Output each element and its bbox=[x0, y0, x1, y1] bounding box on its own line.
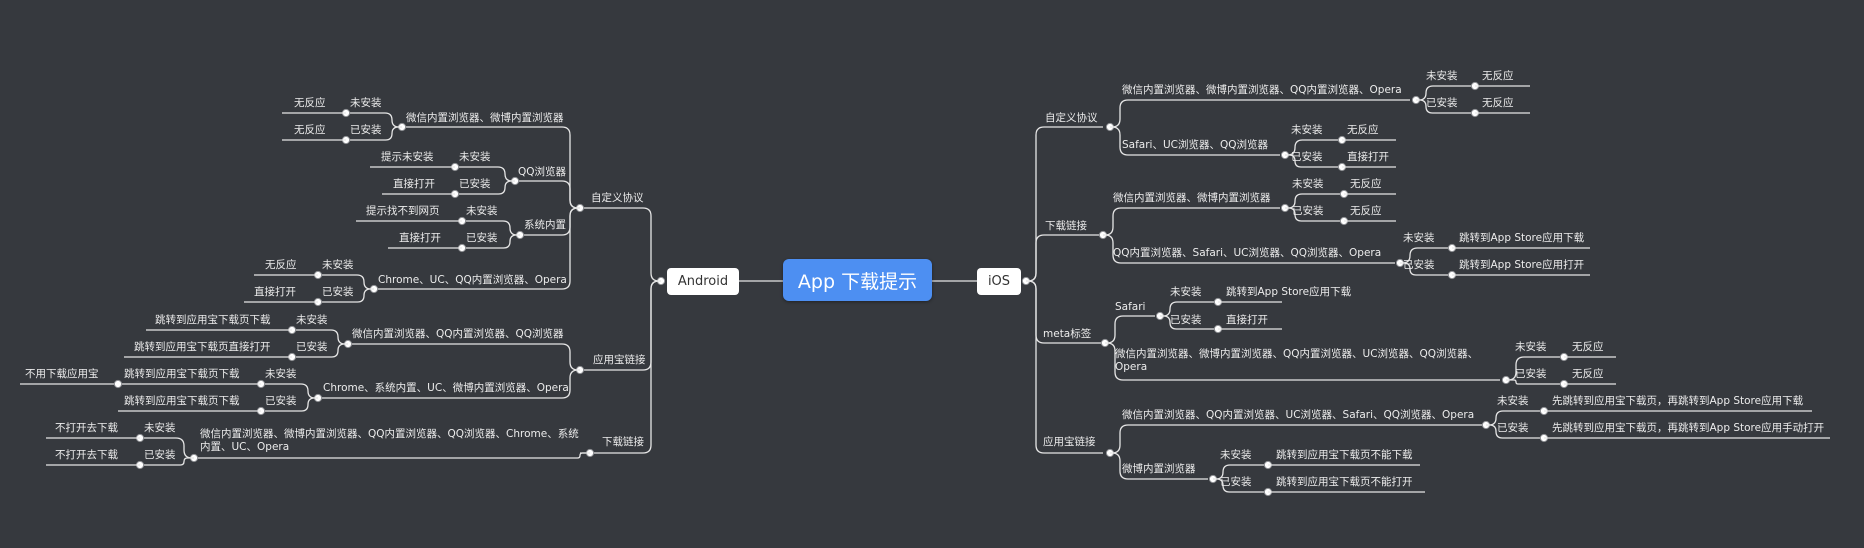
ios-asl-weibo-not-installed-result: 跳转到应用宝下载页不能下载 bbox=[1276, 449, 1413, 461]
ios-dl-qq-not-installed-result: 跳转到App Store应用下载 bbox=[1459, 232, 1585, 244]
ios-dl-wechat-not-installed[interactable]: 未安装 bbox=[1292, 178, 1324, 190]
ios-asl-wechat-installed-result: 先跳转到应用宝下载页，再跳转到App Store应用手动打开 bbox=[1552, 422, 1825, 434]
android-dl-not-installed[interactable]: 未安装 bbox=[144, 422, 176, 434]
ios-meta-tag[interactable]: meta标签 bbox=[1043, 328, 1092, 340]
ios-asl-weibo-installed-result: 跳转到应用宝下载页不能打开 bbox=[1276, 476, 1413, 488]
android-download-link[interactable]: 下载链接 bbox=[602, 436, 644, 448]
android-dl-not-installed-result: 不打开去下载 bbox=[55, 422, 118, 434]
ios-meta-others-not-installed-result: 无反应 bbox=[1572, 341, 1604, 353]
android-asl-wechat-not-installed-result: 跳转到应用宝下载页下载 bbox=[155, 314, 271, 326]
ios-cp-safari-uc-qq[interactable]: Safari、UC浏览器、QQ浏览器 bbox=[1122, 139, 1269, 151]
ios-asl-weibo-installed[interactable]: 已安装 bbox=[1220, 476, 1252, 488]
ios-dl-wechat-weibo[interactable]: 微信内置浏览器、微博内置浏览器 bbox=[1113, 192, 1271, 204]
android-cp-system-installed[interactable]: 已安装 bbox=[466, 232, 498, 244]
ios-cp-wechat-installed[interactable]: 已安装 bbox=[1426, 97, 1458, 109]
ios-custom-protocol[interactable]: 自定义协议 bbox=[1045, 112, 1098, 124]
android-cp-wechat-installed-result: 无反应 bbox=[294, 124, 326, 136]
ios-dl-wechat-not-installed-result: 无反应 bbox=[1350, 178, 1382, 190]
android-cp-chrome[interactable]: Chrome、UC、QQ内置浏览器、Opera bbox=[378, 274, 567, 286]
android-cp-qq-not-installed[interactable]: 未安装 bbox=[459, 151, 491, 163]
ios-cp-wechat-not-installed[interactable]: 未安装 bbox=[1426, 70, 1458, 82]
android-asl-wechat-installed[interactable]: 已安装 bbox=[296, 341, 328, 353]
ios-meta-safari-installed[interactable]: 已安装 bbox=[1170, 314, 1202, 326]
ios-branch[interactable]: iOS bbox=[977, 268, 1021, 295]
android-cp-wechat-weibo[interactable]: 微信内置浏览器、微博内置浏览器 bbox=[406, 112, 564, 124]
android-cp-chrome-not-installed[interactable]: 未安装 bbox=[322, 259, 354, 271]
android-cp-system[interactable]: 系统内置 bbox=[524, 219, 566, 231]
ios-meta-safari-not-installed[interactable]: 未安装 bbox=[1170, 286, 1202, 298]
ios-dl-wechat-installed-result: 无反应 bbox=[1350, 205, 1382, 217]
ios-download-link[interactable]: 下载链接 bbox=[1045, 220, 1087, 232]
ios-meta-others-installed[interactable]: 已安装 bbox=[1515, 368, 1547, 380]
android-cp-wechat-not-installed[interactable]: 未安装 bbox=[350, 97, 382, 109]
android-asl-wechat-installed-result: 跳转到应用宝下载页直接打开 bbox=[134, 341, 271, 353]
ios-cp-wechat-not-installed-result: 无反应 bbox=[1482, 70, 1514, 82]
ios-asl-weibo-not-installed[interactable]: 未安装 bbox=[1220, 449, 1252, 461]
ios-meta-safari-installed-result: 直接打开 bbox=[1226, 314, 1268, 326]
android-branch[interactable]: Android bbox=[667, 268, 739, 295]
android-cp-wechat-not-installed-result: 无反应 bbox=[294, 97, 326, 109]
android-cp-wechat-installed[interactable]: 已安装 bbox=[350, 124, 382, 136]
android-cp-qq-installed-result: 直接打开 bbox=[393, 178, 435, 190]
android-cp-chrome-installed-result: 直接打开 bbox=[254, 286, 296, 298]
android-cp-qq-not-installed-result: 提示未安装 bbox=[381, 151, 434, 163]
ios-meta-others-not-installed[interactable]: 未安装 bbox=[1515, 341, 1547, 353]
android-asl-chrome-installed[interactable]: 已安装 bbox=[265, 395, 297, 407]
android-dl-installed[interactable]: 已安装 bbox=[144, 449, 176, 461]
ios-meta-safari-not-installed-result: 跳转到App Store应用下载 bbox=[1226, 286, 1352, 298]
root-topic[interactable]: App 下载提示 bbox=[783, 259, 932, 301]
android-asl-chrome[interactable]: Chrome、系统内置、UC、微博内置浏览器、Opera bbox=[323, 382, 569, 394]
android-custom-protocol[interactable]: 自定义协议 bbox=[591, 192, 644, 204]
android-dl-all-browsers[interactable]: 微信内置浏览器、微博内置浏览器、QQ内置浏览器、QQ浏览器、Chrome、系统内… bbox=[200, 428, 579, 453]
ios-asl-weibo[interactable]: 微博内置浏览器 bbox=[1122, 463, 1196, 475]
android-asl-chrome-installed-result: 跳转到应用宝下载页下载 bbox=[124, 395, 240, 407]
ios-cp-safari-installed[interactable]: 已安装 bbox=[1291, 151, 1323, 163]
ios-dl-qq-not-installed[interactable]: 未安装 bbox=[1403, 232, 1435, 244]
ios-dl-wechat-installed[interactable]: 已安装 bbox=[1292, 205, 1324, 217]
ios-asl-wechat-not-installed[interactable]: 未安装 bbox=[1497, 395, 1529, 407]
ios-cp-wechat-installed-result: 无反应 bbox=[1482, 97, 1514, 109]
android-asl-wechat-not-installed[interactable]: 未安装 bbox=[296, 314, 328, 326]
ios-meta-others[interactable]: 微信内置浏览器、微博内置浏览器、QQ内置浏览器、UC浏览器、QQ浏览器、Oper… bbox=[1115, 348, 1479, 373]
ios-cp-safari-not-installed[interactable]: 未安装 bbox=[1291, 124, 1323, 136]
android-dl-installed-result: 不打开去下载 bbox=[55, 449, 118, 461]
android-cp-system-installed-result: 直接打开 bbox=[399, 232, 441, 244]
ios-asl-wechat-not-installed-result: 先跳转到应用宝下载页，再跳转到App Store应用下载 bbox=[1552, 395, 1804, 407]
ios-cp-wechat-weibo-qq-opera[interactable]: 微信内置浏览器、微博内置浏览器、QQ内置浏览器、Opera bbox=[1122, 84, 1402, 96]
ios-asl-wechat-installed[interactable]: 已安装 bbox=[1497, 422, 1529, 434]
android-cp-chrome-installed[interactable]: 已安装 bbox=[322, 286, 354, 298]
ios-dl-qq-installed-result: 跳转到App Store应用打开 bbox=[1459, 259, 1585, 271]
android-cp-qq-installed[interactable]: 已安装 bbox=[459, 178, 491, 190]
ios-app-store-link[interactable]: 应用宝链接 bbox=[1043, 436, 1096, 448]
ios-cp-safari-installed-result: 直接打开 bbox=[1347, 151, 1389, 163]
ios-meta-safari[interactable]: Safari bbox=[1115, 301, 1146, 313]
android-cp-system-not-installed[interactable]: 未安装 bbox=[466, 205, 498, 217]
android-cp-chrome-not-installed-result: 无反应 bbox=[265, 259, 297, 271]
android-app-store-link[interactable]: 应用宝链接 bbox=[593, 354, 646, 366]
android-asl-chrome-not-installed-result: 跳转到应用宝下载页下载 bbox=[124, 368, 240, 380]
android-asl-chrome-not-installed[interactable]: 未安装 bbox=[265, 368, 297, 380]
ios-meta-others-installed-result: 无反应 bbox=[1572, 368, 1604, 380]
ios-dl-qq-installed[interactable]: 已安装 bbox=[1403, 259, 1435, 271]
android-cp-qq-browser[interactable]: QQ浏览器 bbox=[518, 166, 567, 178]
ios-asl-wechat-qq-uc-safari[interactable]: 微信内置浏览器、QQ内置浏览器、UC浏览器、Safari、QQ浏览器、Opera bbox=[1122, 409, 1475, 421]
ios-cp-safari-not-installed-result: 无反应 bbox=[1347, 124, 1379, 136]
android-asl-wechat-qq[interactable]: 微信内置浏览器、QQ内置浏览器、QQ浏览器 bbox=[352, 328, 564, 340]
android-asl-chrome-extra: 不用下载应用宝 bbox=[25, 368, 99, 380]
ios-dl-qq-safari-uc[interactable]: QQ内置浏览器、Safari、UC浏览器、QQ浏览器、Opera bbox=[1113, 247, 1382, 259]
android-cp-system-not-installed-result: 提示找不到网页 bbox=[366, 205, 440, 217]
